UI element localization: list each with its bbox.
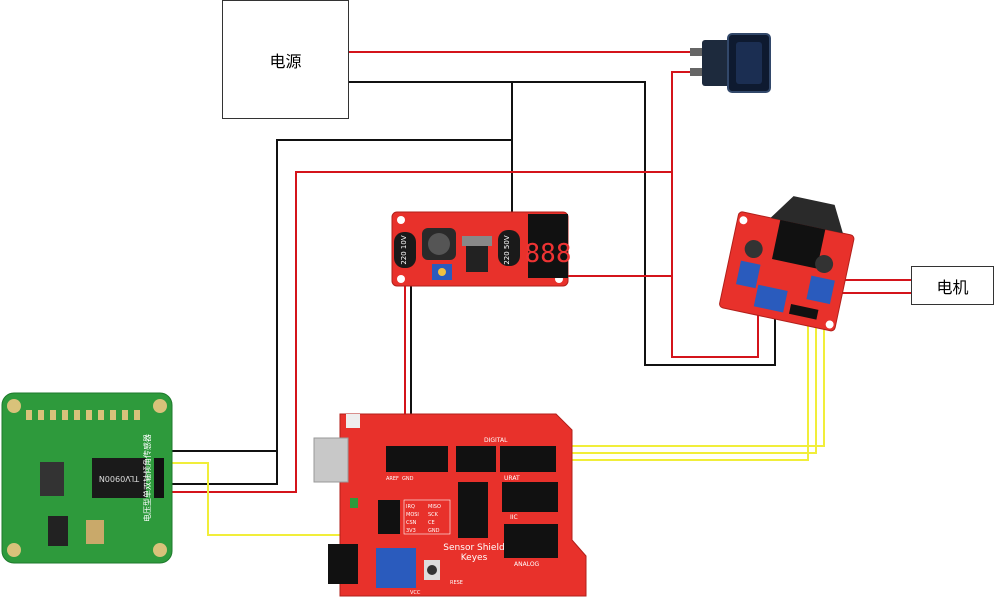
spi-label-gnd: GND	[428, 528, 440, 534]
sensor-pad-row	[26, 410, 140, 420]
power-supply-box: 电源	[222, 0, 349, 119]
red-wire-switch-driver	[671, 71, 759, 358]
sensor-board-title: 电压型单双轴倾角传感器	[142, 434, 152, 522]
converter-display: 888	[525, 239, 572, 269]
tilt-sensor-board: TLV0900N 电压型单双轴倾角传感器	[1, 392, 173, 564]
converter-right-cap-label: 220 50V	[503, 235, 511, 264]
shield-analog-label: ANALOG	[514, 561, 540, 568]
rocker-switch	[690, 33, 771, 93]
shield-iic-label: IIC	[510, 514, 518, 521]
shield-aref-label: AREF	[386, 476, 399, 482]
motor-box: 电机	[911, 266, 994, 305]
arduino-sensor-shield: DIGITAL AREF GND URAT IIC ANALOG RESE VC…	[313, 413, 587, 597]
digital-header-pins	[386, 446, 556, 472]
shield-urat-label: URAT	[504, 475, 520, 482]
converter-left-cap-label: 220 10V	[400, 235, 408, 264]
shield-gnd-label: GND	[402, 476, 414, 482]
black-wire-gnd-bus	[160, 139, 512, 485]
motor-label: 电机	[936, 277, 969, 297]
black-wire-power-main	[349, 81, 776, 366]
dc-converter-board: 220 10V 220 50V 888	[391, 211, 572, 287]
spi-label-mosi: MOSI	[406, 512, 419, 518]
spi-label-miso: MISO	[428, 504, 441, 510]
side-header-pins	[378, 482, 558, 558]
motor-driver-board	[719, 196, 855, 332]
wires	[160, 51, 911, 536]
shield-digital-label: DIGITAL	[484, 437, 508, 444]
power-supply-label: 电源	[269, 51, 302, 71]
spi-label-ce: CE	[428, 520, 435, 526]
shield-brand: Keyes	[461, 553, 488, 563]
sensor-chip-text: TLV0900N	[99, 474, 140, 483]
shield-vcc-label: VCC	[410, 590, 421, 596]
red-wire-vcc-bus	[160, 171, 672, 493]
spi-label-csn: CSN	[406, 520, 417, 526]
shield-reset-label: RESE	[450, 580, 463, 586]
spi-label-irq: IRQ	[406, 504, 415, 510]
spi-label-sck: SCK	[428, 512, 439, 518]
shield-name: Sensor Shield	[443, 543, 504, 553]
spi-label-3v3: 3V3	[406, 528, 416, 534]
spi-label-block: IRQ MISO MOSI SCK CSN CE 3V3 GND	[403, 499, 451, 535]
